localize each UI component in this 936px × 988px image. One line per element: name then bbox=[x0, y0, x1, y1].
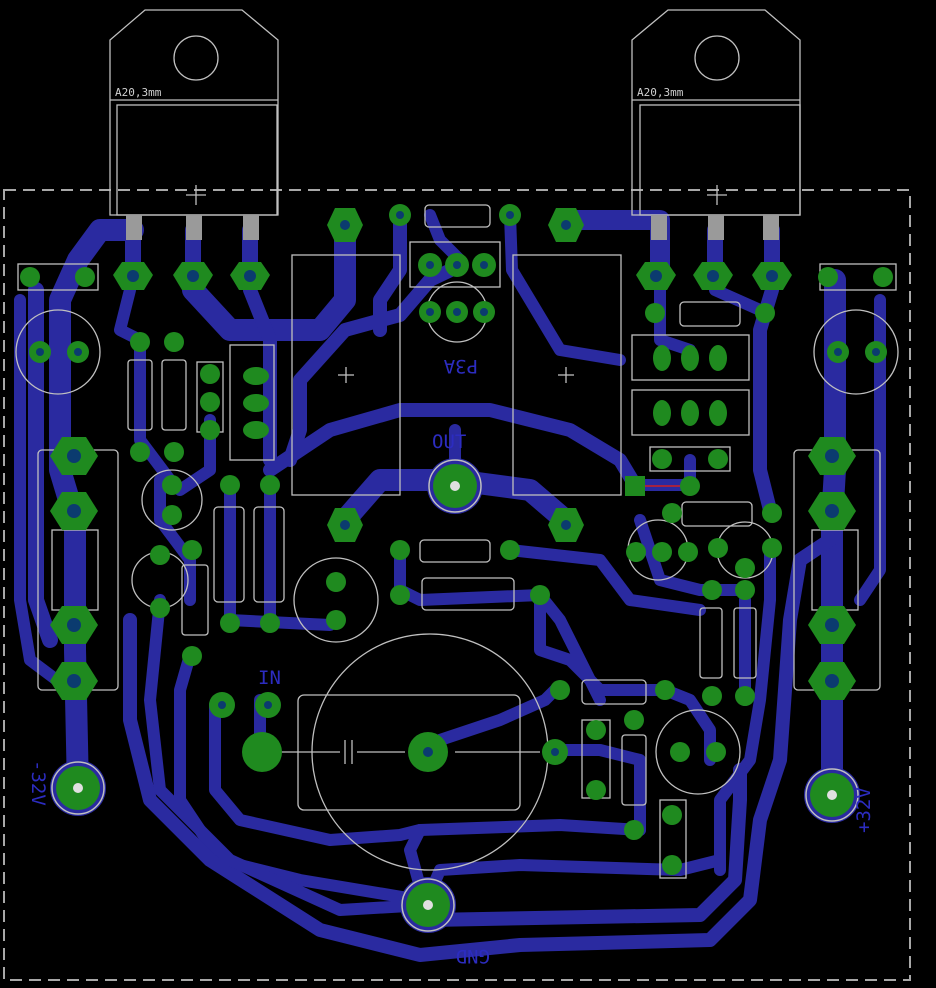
out-pad[interactable] bbox=[427, 458, 483, 514]
pad bbox=[327, 208, 363, 242]
neg-supply-pad[interactable] bbox=[50, 760, 106, 816]
part-value-right: A20,3mm bbox=[637, 86, 684, 99]
pad bbox=[50, 606, 98, 644]
neg-supply-label: -32V bbox=[27, 760, 49, 806]
pad bbox=[242, 732, 448, 772]
in-label: IN bbox=[258, 667, 281, 689]
pad bbox=[693, 262, 733, 290]
pad bbox=[230, 262, 270, 290]
pad bbox=[636, 262, 676, 290]
pad bbox=[50, 662, 98, 700]
pad bbox=[173, 262, 213, 290]
pos-supply-label: +32V bbox=[853, 787, 875, 833]
transistor-pins bbox=[126, 215, 779, 240]
pad bbox=[548, 508, 584, 542]
gnd-label: GND bbox=[456, 945, 490, 967]
pad bbox=[808, 492, 856, 530]
in-pads[interactable] bbox=[209, 692, 281, 718]
pos-supply-pad[interactable] bbox=[804, 767, 860, 823]
pad bbox=[113, 262, 153, 290]
pad bbox=[327, 508, 363, 542]
board-outline bbox=[3, 189, 911, 981]
pad bbox=[752, 262, 792, 290]
out-label: OUT bbox=[432, 431, 466, 453]
pad bbox=[808, 437, 856, 475]
pad bbox=[50, 437, 98, 475]
pads-layer bbox=[20, 204, 893, 933]
pad bbox=[50, 492, 98, 530]
gnd-pad[interactable] bbox=[400, 877, 456, 933]
silkscreen-layer bbox=[15, 9, 899, 879]
pad bbox=[808, 662, 856, 700]
fuse-label: P3A bbox=[443, 355, 478, 377]
pad bbox=[808, 606, 856, 644]
pad bbox=[548, 208, 584, 242]
part-value-left: A20,3mm bbox=[115, 86, 162, 99]
